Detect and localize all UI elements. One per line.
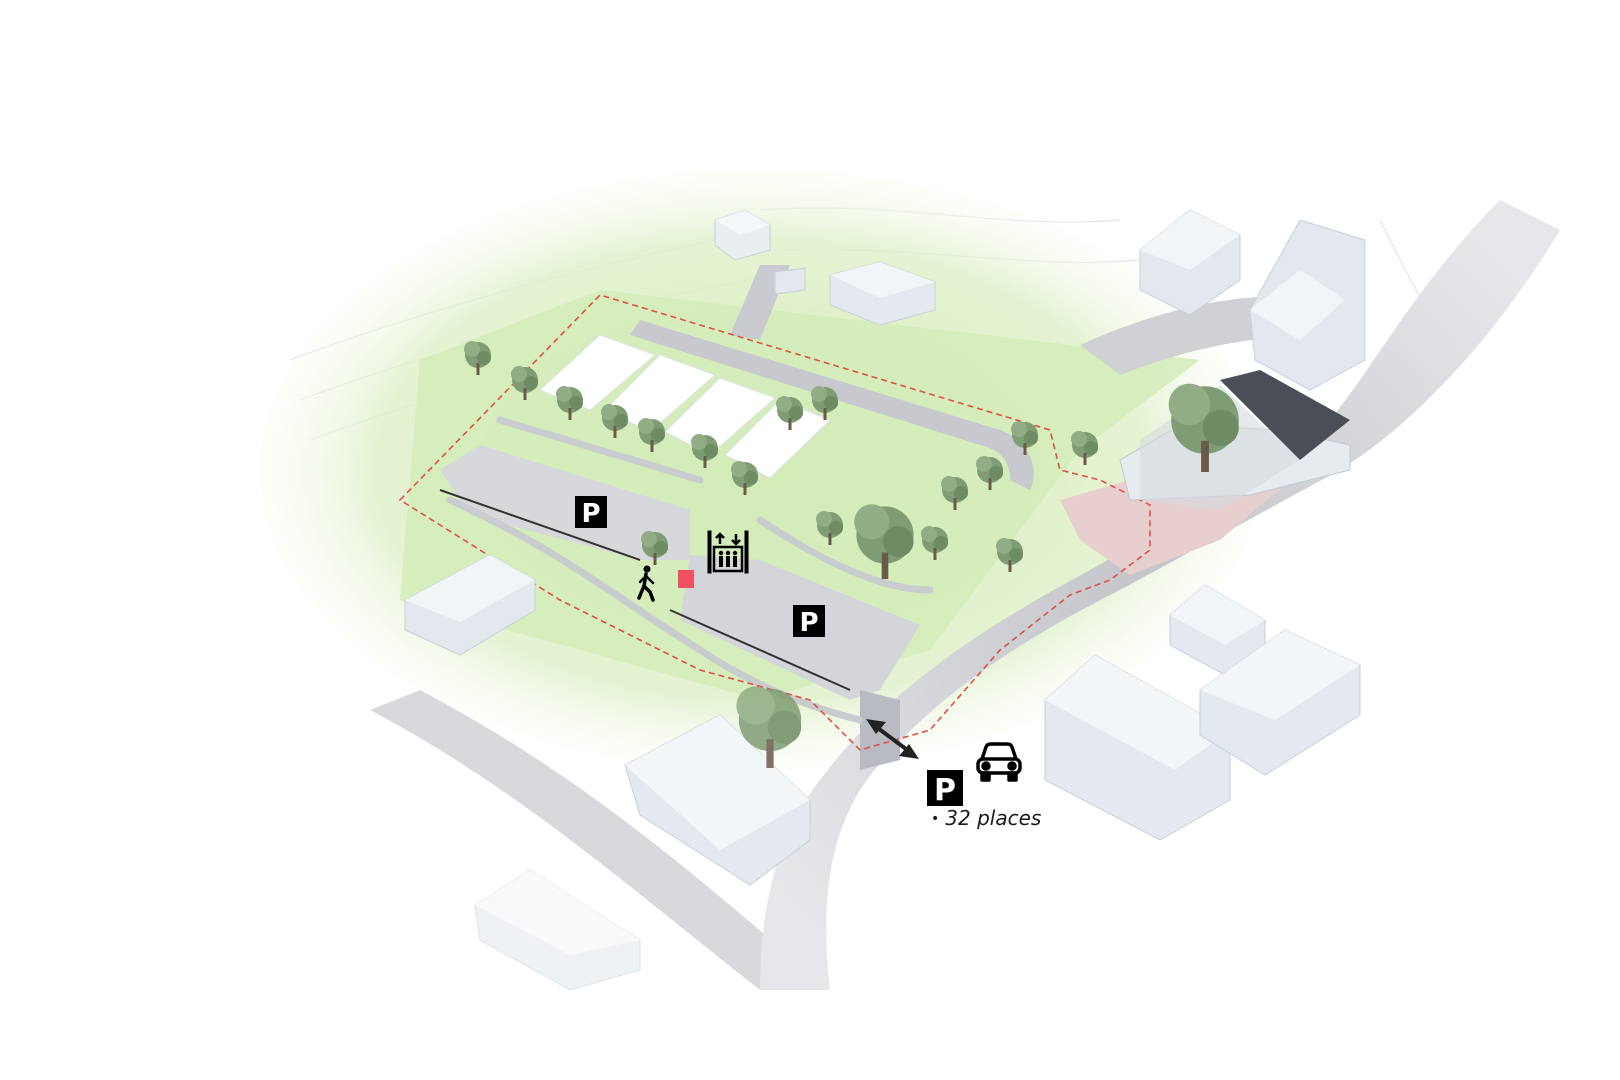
footpaths xyxy=(446,416,934,724)
parking-sign-letter: P xyxy=(934,773,956,808)
bullet: • xyxy=(931,811,940,827)
building xyxy=(1169,584,1266,676)
parking-sign-letter: P xyxy=(581,499,600,529)
lift-box xyxy=(678,570,694,588)
building xyxy=(1044,654,1231,841)
parking-deck-upper xyxy=(439,445,690,561)
parking-sign-letter: P xyxy=(799,608,818,638)
building xyxy=(1139,209,1241,316)
building xyxy=(1249,219,1366,391)
capacity-text: 32 places xyxy=(945,806,1042,830)
parking-capacity-label: • 32 places xyxy=(931,806,1041,830)
elevator-icon xyxy=(707,530,749,574)
lower-road xyxy=(370,690,830,990)
building xyxy=(474,869,641,991)
parking-sign-icon: P xyxy=(793,605,825,638)
building xyxy=(829,261,936,326)
building xyxy=(624,714,811,886)
building xyxy=(1199,629,1361,776)
pedestrian-icon xyxy=(637,565,655,602)
building xyxy=(714,209,771,261)
car-icon xyxy=(976,742,1022,782)
building xyxy=(774,267,806,295)
plaza xyxy=(1060,480,1290,575)
surrounding-buildings xyxy=(404,209,1366,991)
site-boundary xyxy=(398,294,1151,751)
two-way-arrow-icon xyxy=(866,719,919,759)
internal-road xyxy=(630,320,1034,490)
parking-sign-icon: P xyxy=(575,496,607,529)
parking-sign-icon: P xyxy=(927,770,963,808)
building xyxy=(404,554,536,656)
